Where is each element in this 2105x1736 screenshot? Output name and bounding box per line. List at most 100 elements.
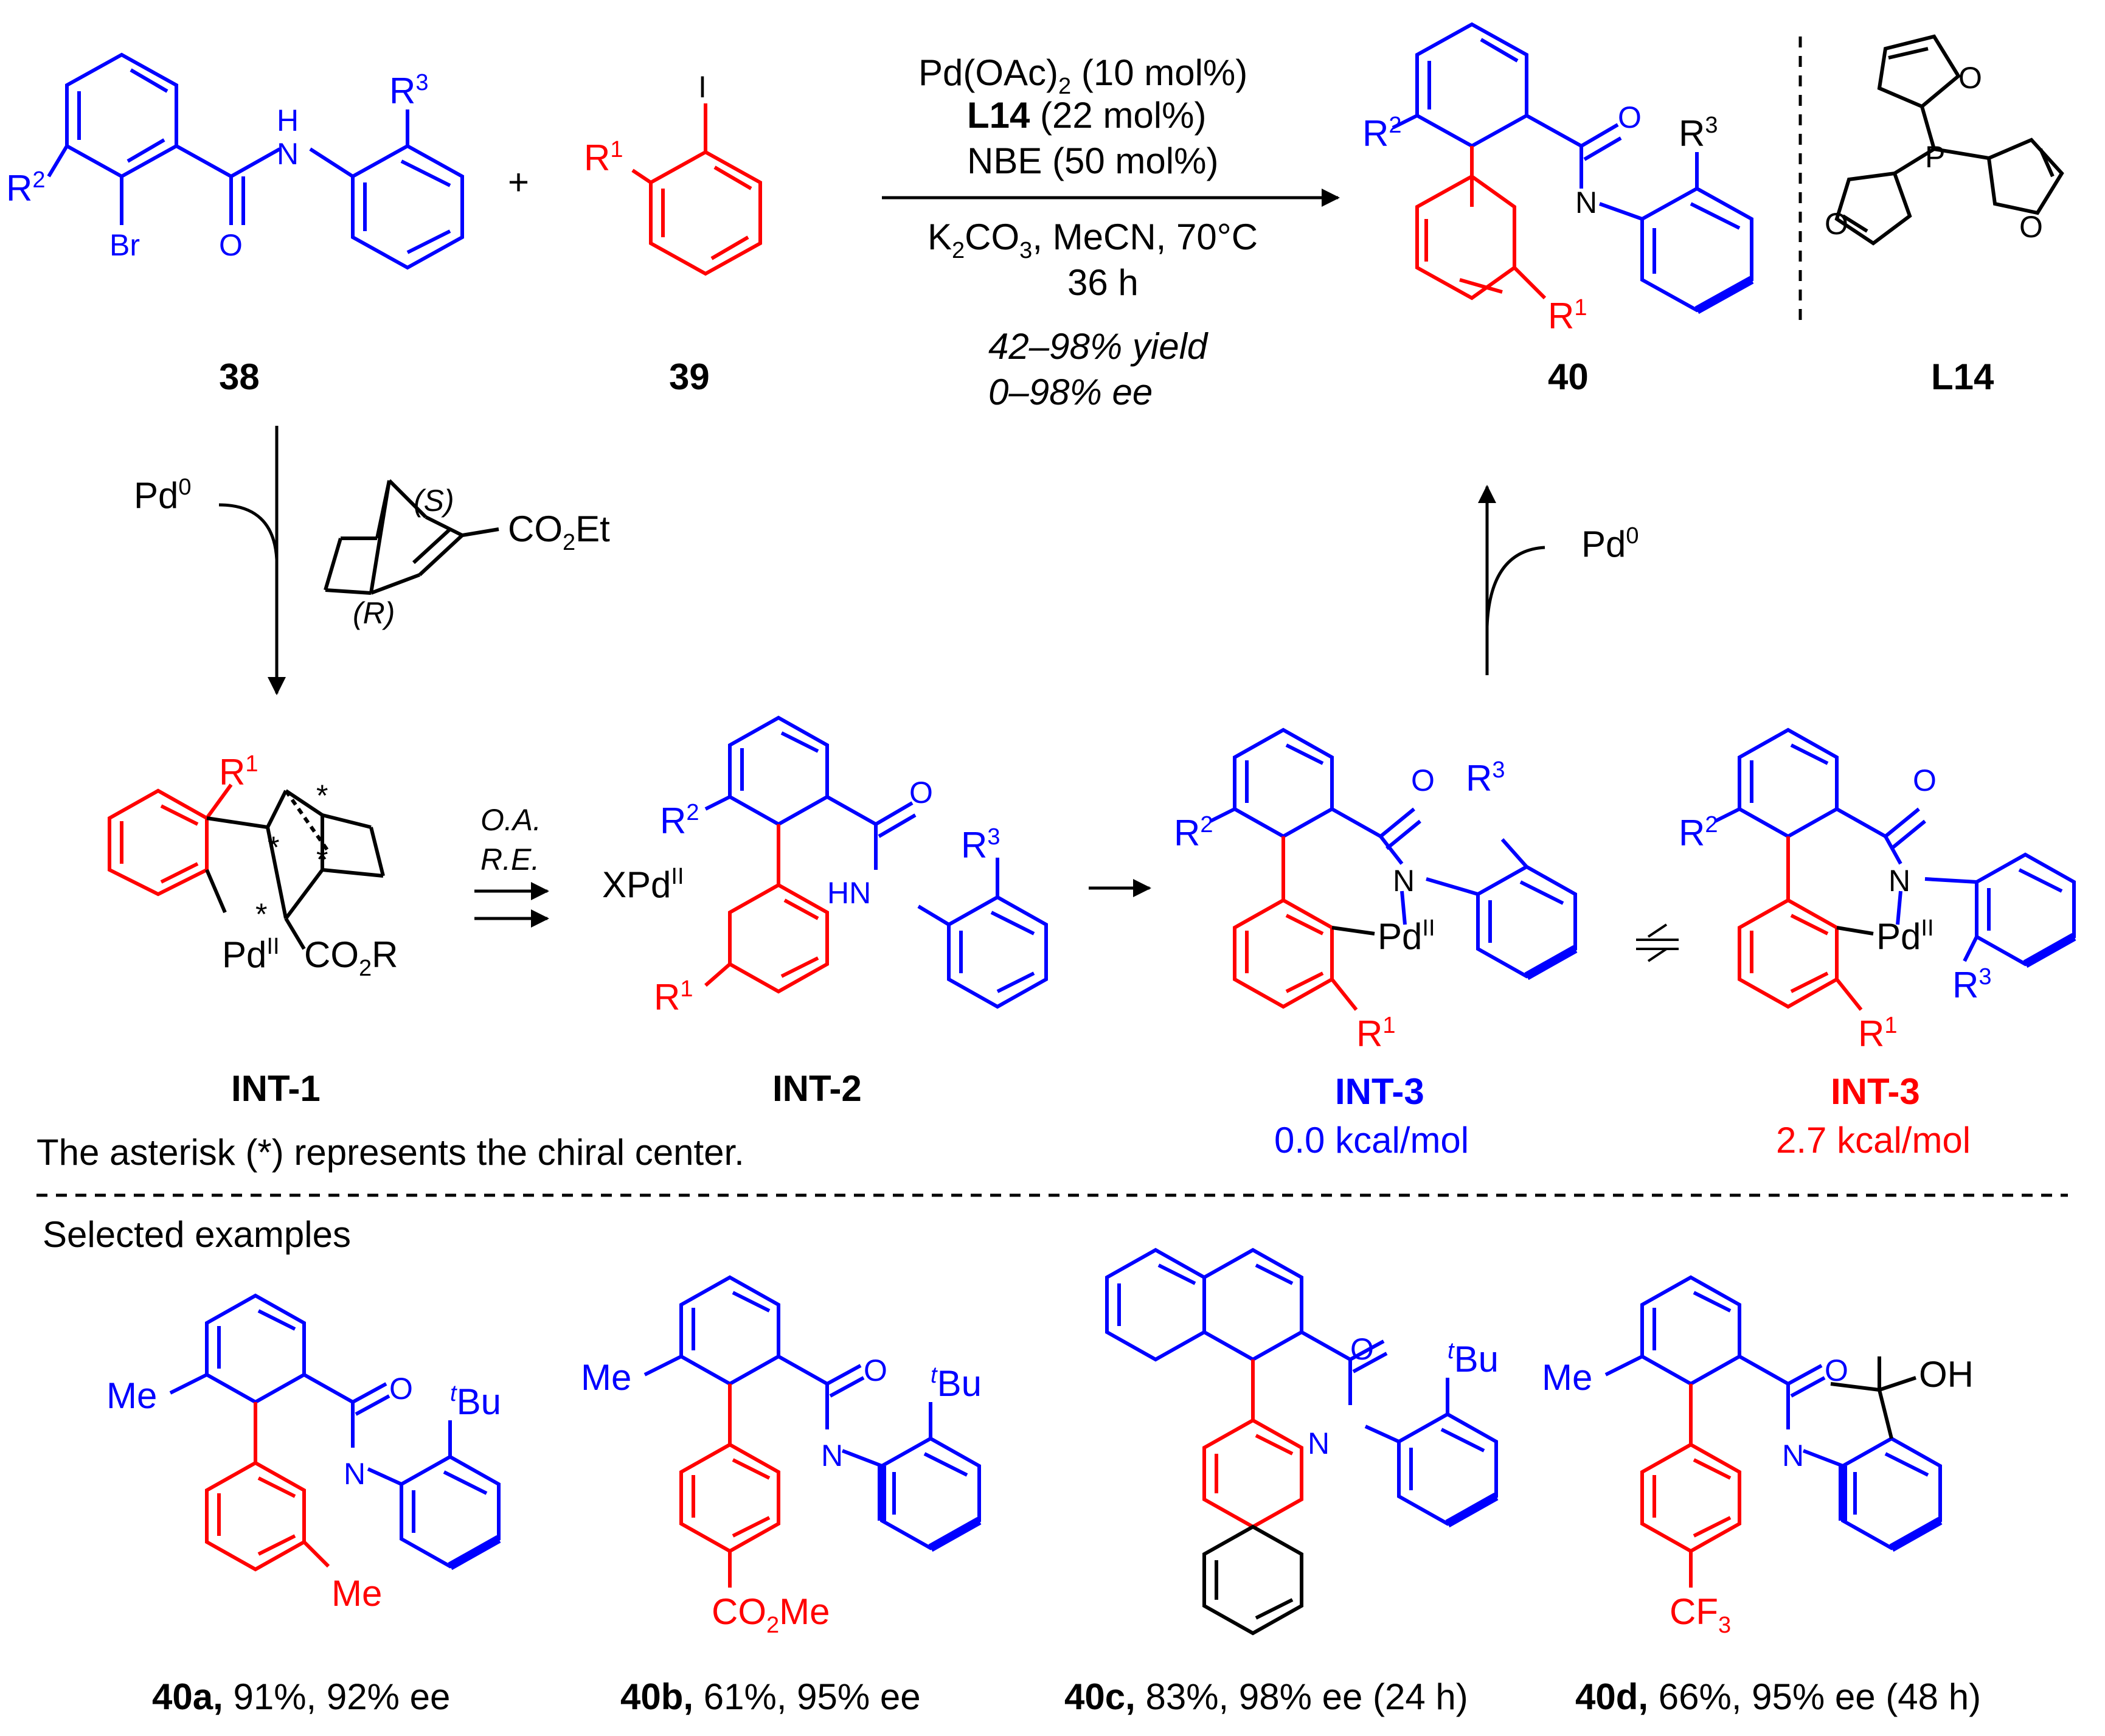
compound-40a-structure xyxy=(169,1293,501,1572)
oxygen-label: O xyxy=(1958,61,1982,95)
oxygen-label: O xyxy=(1825,207,1848,241)
stereocenter-marker: * xyxy=(316,842,328,877)
compound-40c-labels: O N tBu xyxy=(1308,1332,1499,1460)
int3-blue-structure xyxy=(1209,727,1578,1011)
bromine-label: Br xyxy=(109,228,140,262)
chiral-center-note: The asterisk (*) represents the chiral c… xyxy=(36,1132,744,1173)
int3-red-structure xyxy=(1714,727,2076,1011)
reaction-conditions: Pd(OAc)2 (10 mol%) L14 (22 mol%) NBE (50… xyxy=(882,52,1340,412)
palladium-label: XPdII xyxy=(602,864,684,905)
r2-label: R2 xyxy=(1679,812,1718,853)
r2-label: R2 xyxy=(1174,812,1213,853)
int3-red-energy: 2.7 kcal/mol xyxy=(1776,1120,1971,1161)
nitrogen-label: N xyxy=(1575,186,1597,220)
oxygen-label: O xyxy=(1350,1332,1374,1366)
ligand-text: L14 (22 mol%) xyxy=(967,95,1206,136)
compound-38-structure xyxy=(47,52,464,270)
nitrogen-label: N xyxy=(277,137,299,171)
int2-structure xyxy=(704,715,1048,1009)
nitrogen-label: N xyxy=(344,1457,366,1491)
r1-label: R1 xyxy=(654,976,693,1018)
compound-40b-result: 40b, 61%, 95% ee xyxy=(620,1676,921,1717)
stereocenter-marker: * xyxy=(268,830,279,864)
ester-label: CO2Et xyxy=(508,509,610,555)
r1-label: R1 xyxy=(584,137,623,178)
compound-40-id: 40 xyxy=(1548,356,1589,397)
yield-text: 42–98% yield xyxy=(988,326,1209,367)
methyl-label: Me xyxy=(581,1357,631,1398)
mechanism-arrow-up: Pd0 xyxy=(1478,485,1639,675)
int3-red-id: INT-3 xyxy=(1831,1071,1920,1112)
r1-label: R1 xyxy=(1858,1013,1897,1054)
ester-label: CO2R xyxy=(304,934,398,981)
int2-id: INT-2 xyxy=(772,1068,862,1109)
ligand-L14-structure xyxy=(1834,34,2064,246)
hydrogen-label: H xyxy=(277,103,299,137)
plus-sign: + xyxy=(508,162,529,203)
stereocenter-marker: * xyxy=(316,779,328,813)
int2-labels: R2 O HN R3 XPdII R1 xyxy=(602,776,1000,1018)
compound-39-structure xyxy=(631,103,762,276)
pd0-label: Pd0 xyxy=(1581,523,1639,564)
oxygen-label: O xyxy=(1411,763,1435,797)
r1-label: R1 xyxy=(1548,295,1587,336)
compound-40d-structure xyxy=(1604,1275,1943,1588)
examples-heading: Selected examples xyxy=(43,1214,351,1255)
oxygen-label: O xyxy=(389,1372,413,1406)
r1-label: R1 xyxy=(1356,1013,1395,1054)
compound-40d-labels: Me O N OH CF3 xyxy=(1542,1353,1974,1638)
r3-label: R3 xyxy=(1952,964,1991,1005)
nitrogen-label: N xyxy=(1393,864,1415,898)
compound-40-labels: R2 O N R3 R1 xyxy=(1362,100,1718,336)
int1-labels: R1 * * * * PdII CO2R xyxy=(219,751,398,981)
oxygen-label: O xyxy=(1825,1353,1848,1387)
mechanism-arrow-down: Pd0 xyxy=(134,426,286,695)
r1-label: R1 xyxy=(219,751,258,793)
nbe-text: NBE (50 mol%) xyxy=(967,141,1218,181)
iodine-label: I xyxy=(698,70,707,104)
palladium-label: PdII xyxy=(1876,915,1934,957)
r2-label: R2 xyxy=(1362,113,1401,154)
norbornene-ester-structure xyxy=(324,479,499,595)
r3-label: R3 xyxy=(961,824,1000,866)
pd0-label: Pd0 xyxy=(134,474,192,516)
r3-label: R3 xyxy=(1466,757,1505,799)
nitrogen-label: N xyxy=(821,1439,843,1473)
palladium-label: PdII xyxy=(1378,915,1435,957)
norbornene-labels: CO2Et (S) (R) xyxy=(353,484,610,630)
catalyst-text: Pd(OAc)2 (10 mol%) xyxy=(918,52,1247,99)
compound-40a-labels: Me O N tBu Me xyxy=(106,1372,501,1614)
compound-40b-structure xyxy=(643,1275,982,1588)
r3-label: R3 xyxy=(389,70,428,111)
palladium-label: PdII xyxy=(222,934,280,975)
r2-label: R2 xyxy=(6,167,45,209)
trifluoromethyl-label: CF3 xyxy=(1670,1591,1731,1638)
stereo-s-label: (S) xyxy=(414,484,454,518)
compound-40b-labels: Me O N tBu CO2Me xyxy=(581,1353,982,1638)
oxygen-label: O xyxy=(1913,763,1937,797)
compound-40c-structure xyxy=(1105,1248,1499,1636)
methyl-label: Me xyxy=(1542,1357,1592,1398)
oa-label: O.A. xyxy=(480,803,541,837)
compound-40-structure xyxy=(1392,22,1754,314)
oxygen-label: O xyxy=(909,776,933,810)
oxygen-label: O xyxy=(219,228,243,262)
re-label: R.E. xyxy=(480,842,539,877)
tert-butyl-label: tBu xyxy=(450,1381,501,1422)
int3-blue-id: INT-3 xyxy=(1335,1071,1424,1112)
int3-blue-energy: 0.0 kcal/mol xyxy=(1274,1120,1469,1161)
ligand-L14-id: L14 xyxy=(1931,356,1994,397)
compound-40a-result: 40a, 91%, 92% ee xyxy=(152,1676,450,1717)
ligand-L14-labels: O P O O xyxy=(1825,61,2043,244)
r3-label: R3 xyxy=(1679,113,1718,154)
int3-blue-labels: R2 O N R3 PdII R1 xyxy=(1174,757,1505,1054)
ester-label: CO2Me xyxy=(712,1591,830,1638)
oxygen-label: O xyxy=(2019,210,2043,244)
methyl-label: Me xyxy=(106,1375,157,1416)
oxygen-label: O xyxy=(1618,100,1642,134)
ee-text: 0–98% ee xyxy=(988,372,1153,412)
nitrogen-label: N xyxy=(1308,1426,1330,1460)
r2-label: R2 xyxy=(660,800,699,841)
tert-butyl-label: tBu xyxy=(931,1363,982,1404)
